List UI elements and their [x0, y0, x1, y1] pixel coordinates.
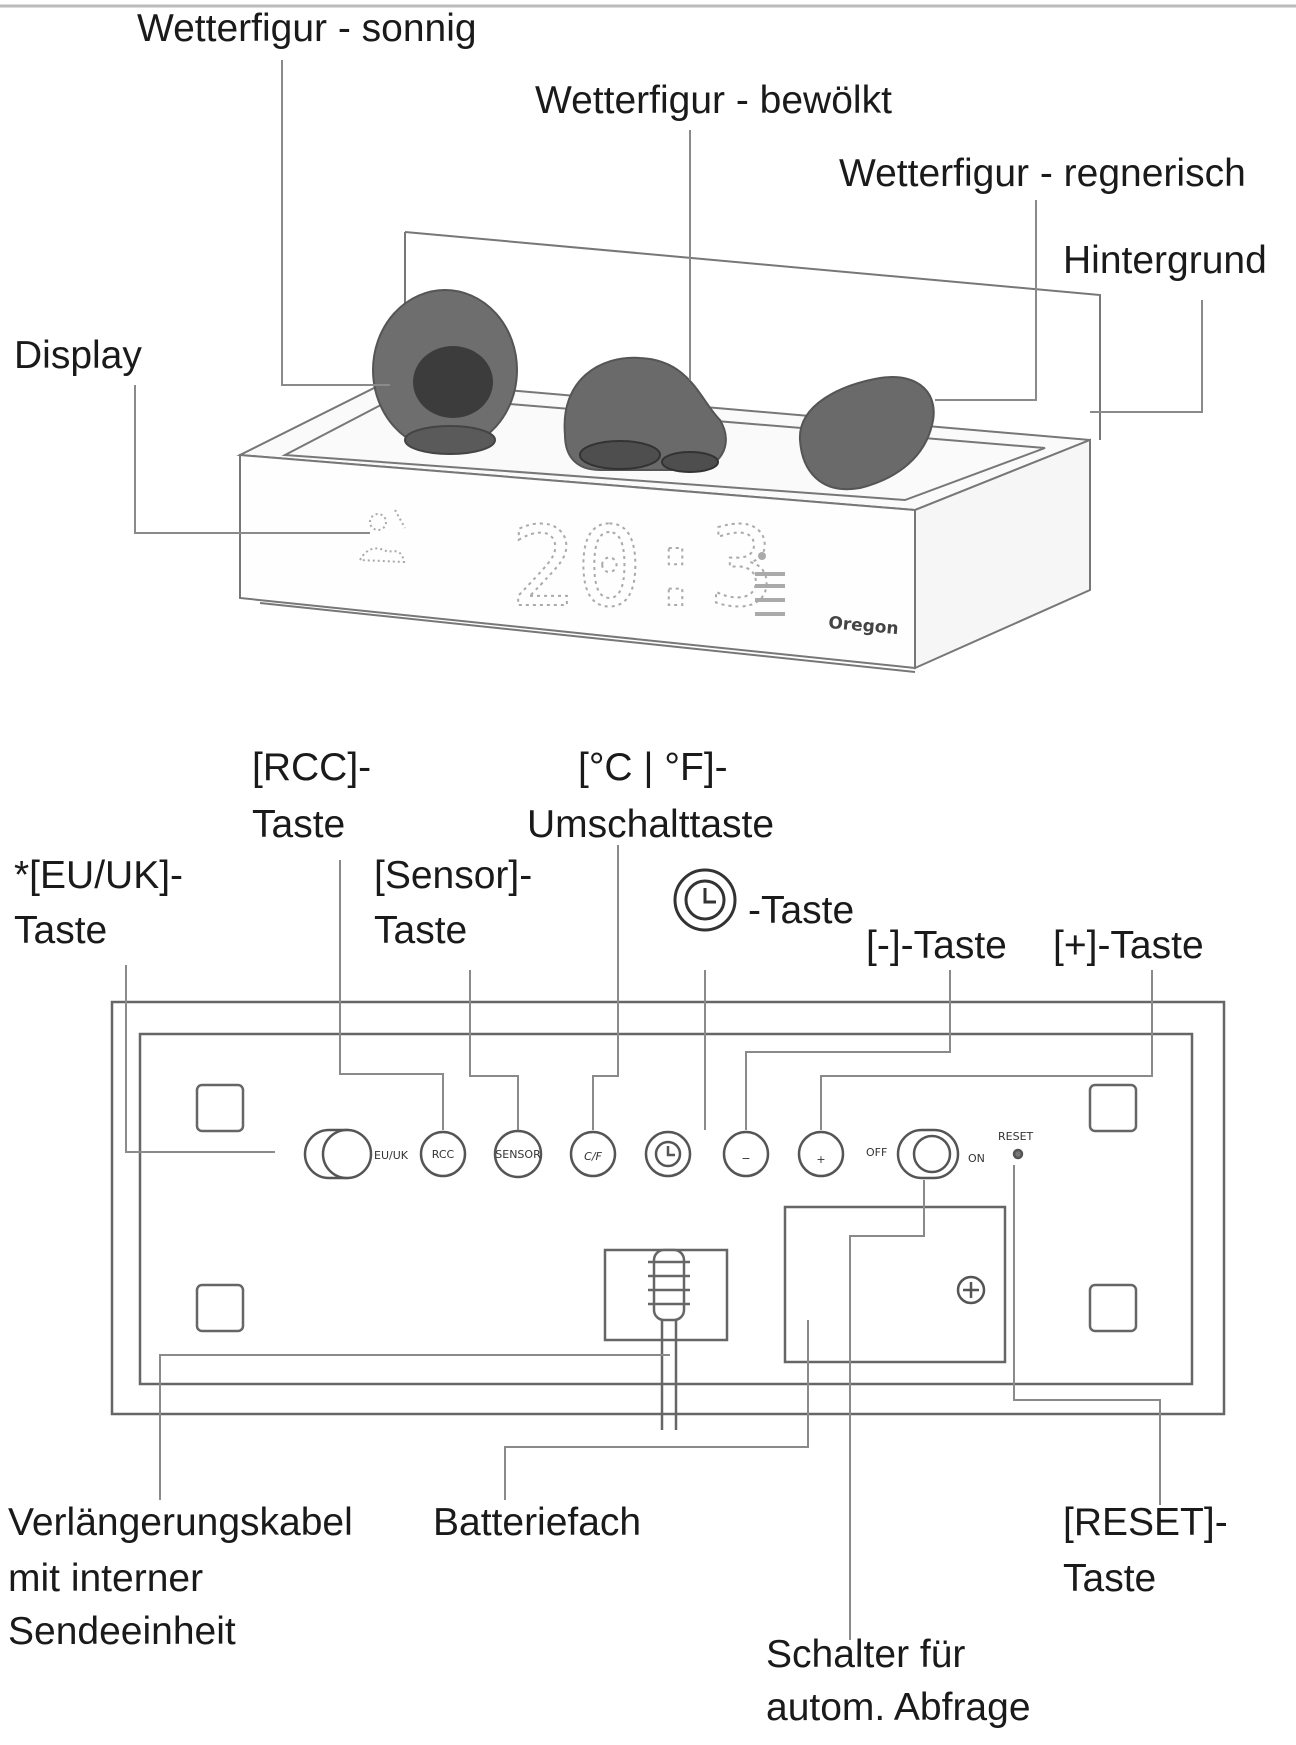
label-cable-line1: Verlängerungskabel [8, 1501, 353, 1544]
weather-figures [372, 289, 935, 491]
svg-text:RCC: RCC [432, 1148, 455, 1161]
display-side-indicators [755, 552, 785, 616]
extension-cable [648, 1248, 690, 1430]
label-sensor-line1: [Sensor]- [374, 854, 533, 897]
minus-button[interactable]: − [722, 1130, 770, 1178]
leader-plus [820, 970, 1153, 1130]
label-display: Display [14, 334, 142, 377]
battery-compartment [783, 1205, 1007, 1364]
label-sensor-line2: Taste [374, 909, 468, 952]
leader-minus [745, 970, 951, 1130]
leader-reset [1013, 1165, 1161, 1505]
label-rainy-figure: Wetterfigur - regnerisch [839, 152, 1246, 195]
cf-button[interactable]: C/F [569, 1130, 617, 1178]
label-battery: Batteriefach [433, 1501, 642, 1544]
label-minus-button: [-]-Taste [866, 924, 1007, 967]
label-rcc-line1: [RCC]- [252, 746, 372, 789]
foot-top-right [1088, 1083, 1138, 1133]
svg-text:+: + [816, 1153, 825, 1166]
label-switch-line2: autom. Abfrage [766, 1686, 1031, 1729]
plus-button[interactable]: + [797, 1130, 845, 1178]
euuk-switch[interactable]: EU/UK [303, 1128, 409, 1180]
clock-icon [673, 868, 737, 932]
foot-top-left [195, 1083, 245, 1133]
leader-display [134, 385, 370, 534]
panel-buttons: EU/UK RCC SENSOR C/F − + OFF [303, 1128, 1034, 1305]
svg-text:C/F: C/F [584, 1150, 602, 1163]
svg-text:EU/UK: EU/UK [374, 1149, 409, 1162]
display-time-digits: 20:3 [510, 503, 775, 631]
leader-battery [504, 1320, 809, 1500]
top-leader-lines [134, 60, 1203, 534]
svg-text:−: − [741, 1152, 750, 1165]
label-clock-button: -Taste [748, 889, 855, 932]
label-cable-line2: mit interner [8, 1557, 204, 1600]
label-reset-line2: Taste [1063, 1557, 1157, 1600]
rainy-figure [798, 376, 935, 491]
leader-rainy [935, 200, 1037, 401]
leader-euuk [125, 965, 275, 1153]
background-panel [404, 231, 1101, 440]
back-panel [110, 1000, 1226, 1416]
label-rcc-line2: Taste [252, 803, 346, 846]
display-area: 20:3 Oregon [358, 502, 899, 639]
panel-inner [138, 1032, 1194, 1386]
leader-switch [849, 1180, 925, 1640]
leader-sensor [469, 970, 519, 1130]
sunny-figure-core [413, 346, 493, 418]
battery-plus-icon [956, 1275, 986, 1305]
label-euuk-line2: Taste [14, 909, 108, 952]
panel-outer [110, 1000, 1226, 1416]
leader-sunny [281, 60, 390, 386]
label-euuk-line1: *[EU/UK]- [14, 854, 184, 897]
rcc-button[interactable]: RCC [419, 1130, 467, 1178]
label-switch-line1: Schalter für [766, 1633, 966, 1676]
label-cf-line2: Umschalttaste [527, 803, 775, 846]
label-cloudy-figure: Wetterfigur - bewölkt [535, 79, 892, 122]
leader-background [1090, 300, 1203, 413]
svg-text:OFF: OFF [866, 1146, 887, 1159]
clock-button[interactable] [644, 1130, 692, 1178]
label-reset-line1: [RESET]- [1063, 1501, 1228, 1544]
label-plus-button: [+]-Taste [1053, 924, 1204, 967]
display-weather-icon [358, 509, 406, 564]
svg-text:SENSOR: SENSOR [495, 1148, 541, 1161]
foot-bottom-right [1088, 1283, 1138, 1333]
label-sunny-figure: Wetterfigur - sonnig [137, 7, 477, 50]
leader-rcc [339, 860, 444, 1130]
label-cable-line3: Sendeeinheit [8, 1610, 236, 1653]
svg-text:RESET: RESET [998, 1130, 1034, 1143]
base-side [914, 438, 1091, 670]
reset-button[interactable]: RESET [998, 1130, 1034, 1160]
leader-cf [592, 845, 619, 1130]
svg-text:ON: ON [968, 1152, 985, 1165]
sensor-button[interactable]: SENSOR [493, 1129, 543, 1179]
label-background: Hintergrund [1063, 239, 1267, 282]
auto-scan-switch[interactable]: OFF ON [866, 1128, 985, 1180]
foot-bottom-left [195, 1283, 245, 1333]
leader-cable [159, 1354, 670, 1500]
bottom-leader-lines [125, 845, 1161, 1640]
label-cf-line1: [°C | °F]- [578, 746, 728, 789]
